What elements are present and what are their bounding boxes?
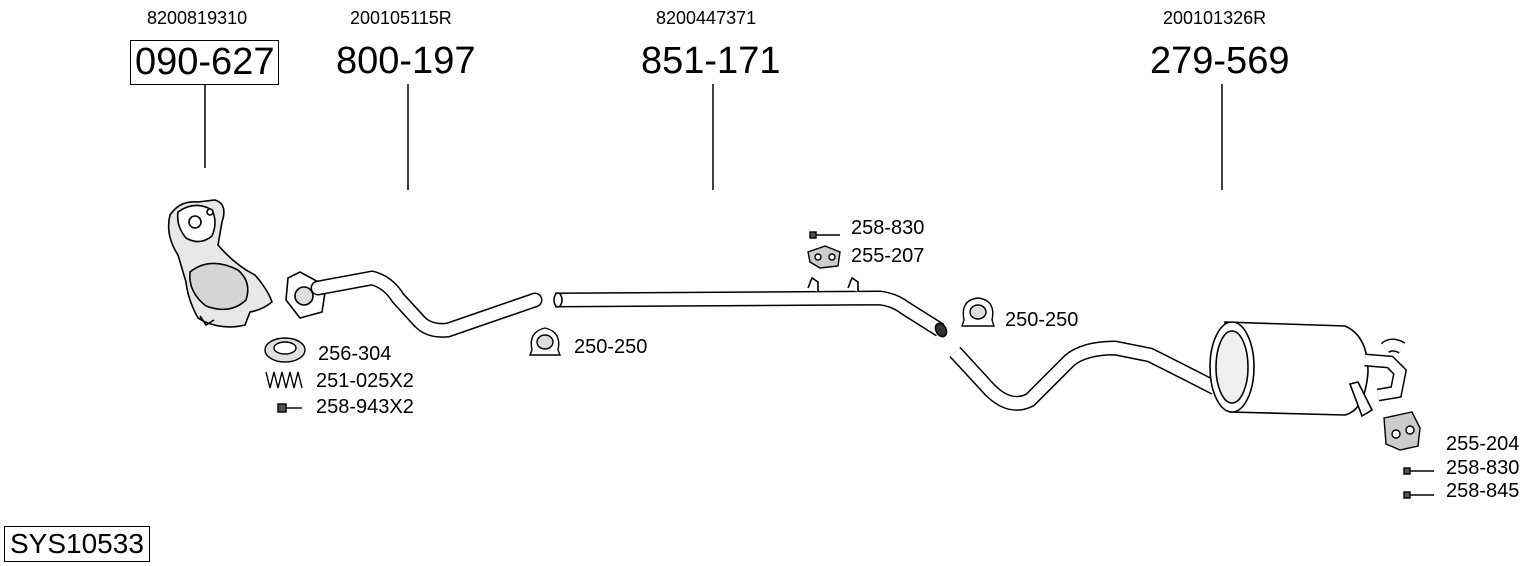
clamp-icon[interactable] — [528, 327, 562, 356]
rear-silencer-drawing[interactable] — [949, 321, 1408, 418]
accessory-label-bolt[interactable]: 258-830 — [851, 217, 925, 239]
hanger-icon[interactable] — [807, 245, 841, 269]
bolt-icon[interactable] — [1403, 467, 1434, 475]
clamp-icon[interactable] — [961, 297, 995, 327]
accessory-label-hanger[interactable]: 255-204 — [1446, 433, 1520, 455]
accessory-label-clamp[interactable]: 250-250 — [574, 336, 648, 358]
hanger-icon[interactable] — [1383, 411, 1421, 451]
system-id-label: SYS10533 — [4, 526, 150, 562]
accessory-label-bolt[interactable]: 258-845 — [1446, 480, 1520, 502]
accessory-label-clamp[interactable]: 250-250 — [1005, 309, 1079, 331]
part-number-279-569[interactable]: 279-569 — [1150, 40, 1290, 82]
spring-icon[interactable] — [265, 371, 303, 389]
accessory-label-bolt[interactable]: 258-830 — [1446, 457, 1520, 479]
part-number-800-197[interactable]: 800-197 — [336, 40, 476, 82]
bolt-icon[interactable] — [809, 231, 840, 239]
oem-number: 8200447371 — [656, 8, 757, 28]
oem-number: 200101326R — [1163, 8, 1267, 28]
accessory-label-bolt[interactable]: 258-943X2 — [316, 396, 414, 418]
gasket-icon[interactable] — [264, 337, 306, 363]
part-number-090-627[interactable]: 090-627 — [130, 40, 280, 85]
accessory-label-hanger[interactable]: 255-207 — [851, 245, 925, 267]
oem-number: 200105115R — [350, 8, 452, 28]
catalytic-converter-drawing[interactable] — [167, 199, 273, 328]
front-pipe-drawing[interactable] — [285, 270, 543, 338]
part-number-851-171[interactable]: 851-171 — [641, 40, 781, 82]
middle-pipe-drawing[interactable] — [553, 276, 949, 339]
accessory-label-gasket[interactable]: 256-304 — [318, 343, 392, 365]
bolt-icon[interactable] — [1403, 491, 1434, 499]
bolt-icon[interactable] — [277, 403, 302, 413]
accessory-label-spring[interactable]: 251-025X2 — [316, 370, 414, 392]
oem-number: 8200819310 — [147, 8, 248, 28]
